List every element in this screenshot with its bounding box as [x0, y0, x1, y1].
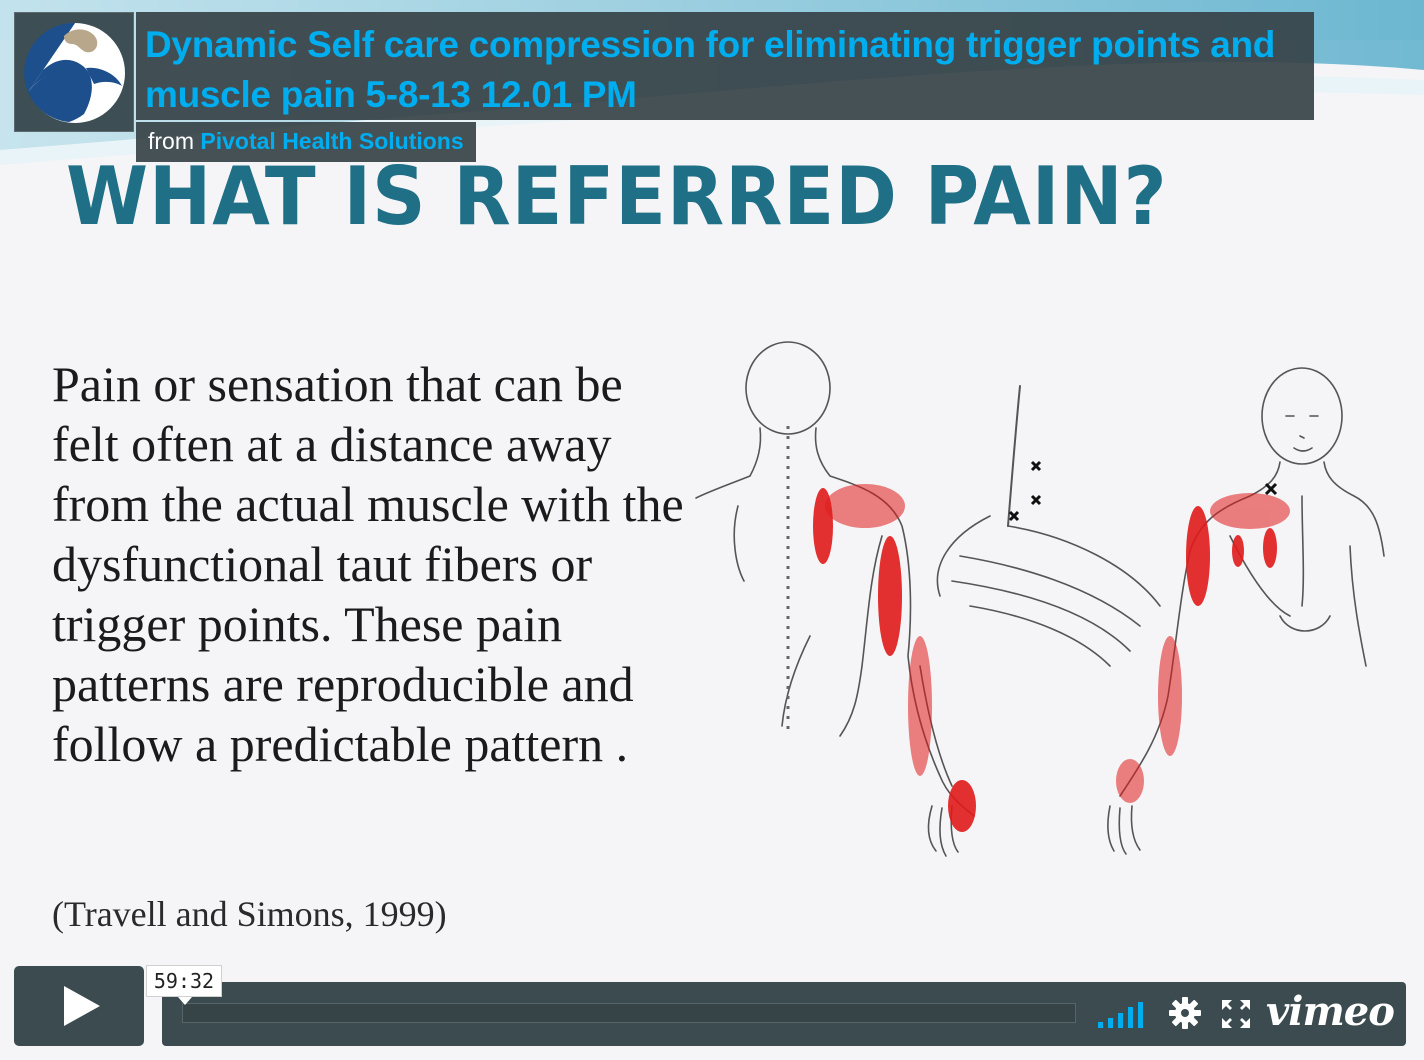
player-control-bar: vimeo — [162, 982, 1406, 1046]
slide-citation: (Travell and Simons, 1999) — [52, 894, 447, 934]
timecode-tooltip: 59:32 — [146, 965, 222, 997]
byline-from-label: from — [148, 128, 194, 154]
pivotal-health-logo-icon — [24, 22, 125, 123]
timecode-tooltip-arrow — [178, 997, 192, 1005]
slide-body-text: Pain or sensation that can be felt often… — [52, 356, 684, 772]
play-button[interactable] — [14, 966, 144, 1046]
video-byline: from Pivotal Health Solutions — [136, 122, 476, 162]
progress-bar[interactable] — [182, 1003, 1076, 1023]
channel-logo[interactable] — [14, 12, 134, 132]
channel-owner-link[interactable]: Pivotal Health Solutions — [200, 128, 464, 154]
play-icon — [64, 986, 100, 1026]
fullscreen-icon[interactable] — [1222, 1000, 1250, 1028]
referred-pain-illustration — [695, 341, 1385, 857]
vimeo-logo[interactable]: vimeo — [1266, 988, 1395, 1035]
gear-icon[interactable] — [1168, 996, 1202, 1030]
slide-title: WHAT IS REFERRED PAIN? — [66, 150, 1168, 243]
video-title-overlay: Dynamic Self care compression for elimin… — [136, 12, 1314, 120]
volume-icon[interactable] — [1098, 1000, 1146, 1028]
video-title[interactable]: Dynamic Self care compression for elimin… — [145, 24, 1276, 115]
